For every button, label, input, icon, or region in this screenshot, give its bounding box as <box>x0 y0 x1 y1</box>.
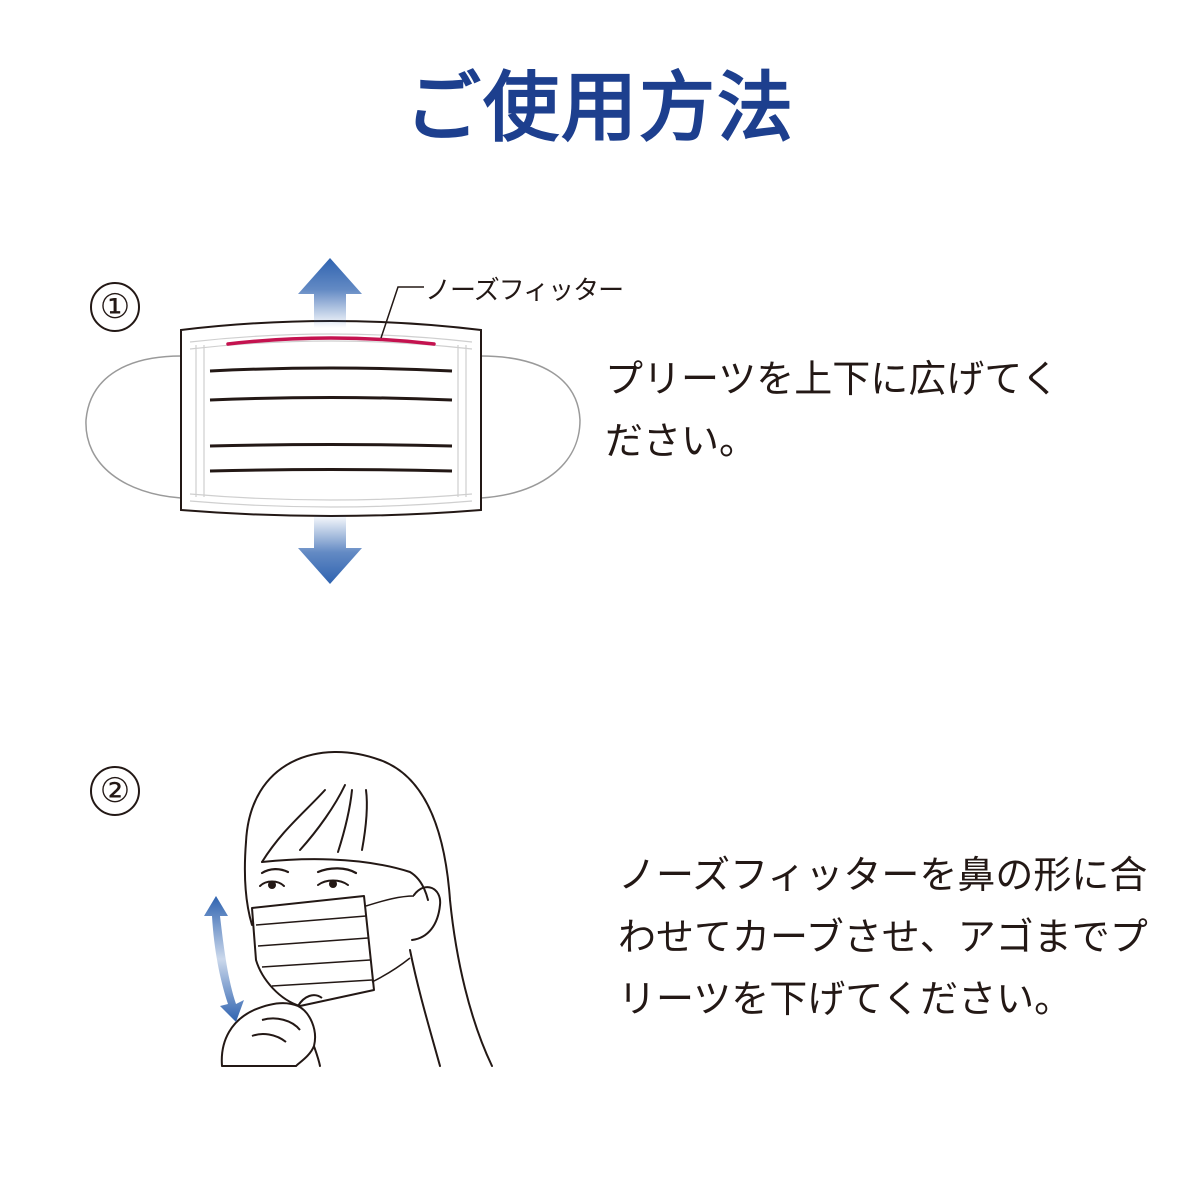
pleat-line <box>209 396 453 402</box>
arrow-down-icon <box>298 514 362 584</box>
step-2-line: ノーズフィッターを鼻の形に合 <box>618 853 1148 897</box>
step-1-line: プリーツを上下に広げてく <box>605 357 1060 401</box>
face-illustration <box>243 751 493 1067</box>
worn-mask <box>251 895 375 1007</box>
step-1-number: ① <box>90 282 140 332</box>
pleat-line <box>209 366 453 373</box>
hand-illustration <box>220 994 323 1067</box>
double-arrow-icon <box>204 896 244 1022</box>
step-2-line: リーツを下げてください。 <box>618 977 1073 1021</box>
eye-icon <box>268 880 337 889</box>
mask-body <box>180 320 482 517</box>
step-1-instruction: プリーツを上下に広げてく ださい。 <box>605 348 1165 472</box>
right-ear-loop <box>480 355 581 499</box>
step-1-line: ださい。 <box>605 419 758 463</box>
arrow-up-icon <box>298 258 362 328</box>
pleat-line <box>209 468 453 473</box>
nose-fitter <box>226 336 436 346</box>
step-2-instruction: ノーズフィッターを鼻の形に合 わせてカーブさせ、アゴまでプ リーツを下げてくださ… <box>618 844 1198 1030</box>
callout-leader <box>380 286 424 339</box>
left-ear-loop <box>85 355 182 499</box>
pleat-line <box>209 443 453 448</box>
nose-fitter-label: ノーズフィッター <box>425 276 624 306</box>
step-2-line: わせてカーブさせ、アゴまでプ <box>618 915 1148 959</box>
page-title: ご使用方法 <box>405 63 795 152</box>
step-2-number: ② <box>90 766 140 816</box>
